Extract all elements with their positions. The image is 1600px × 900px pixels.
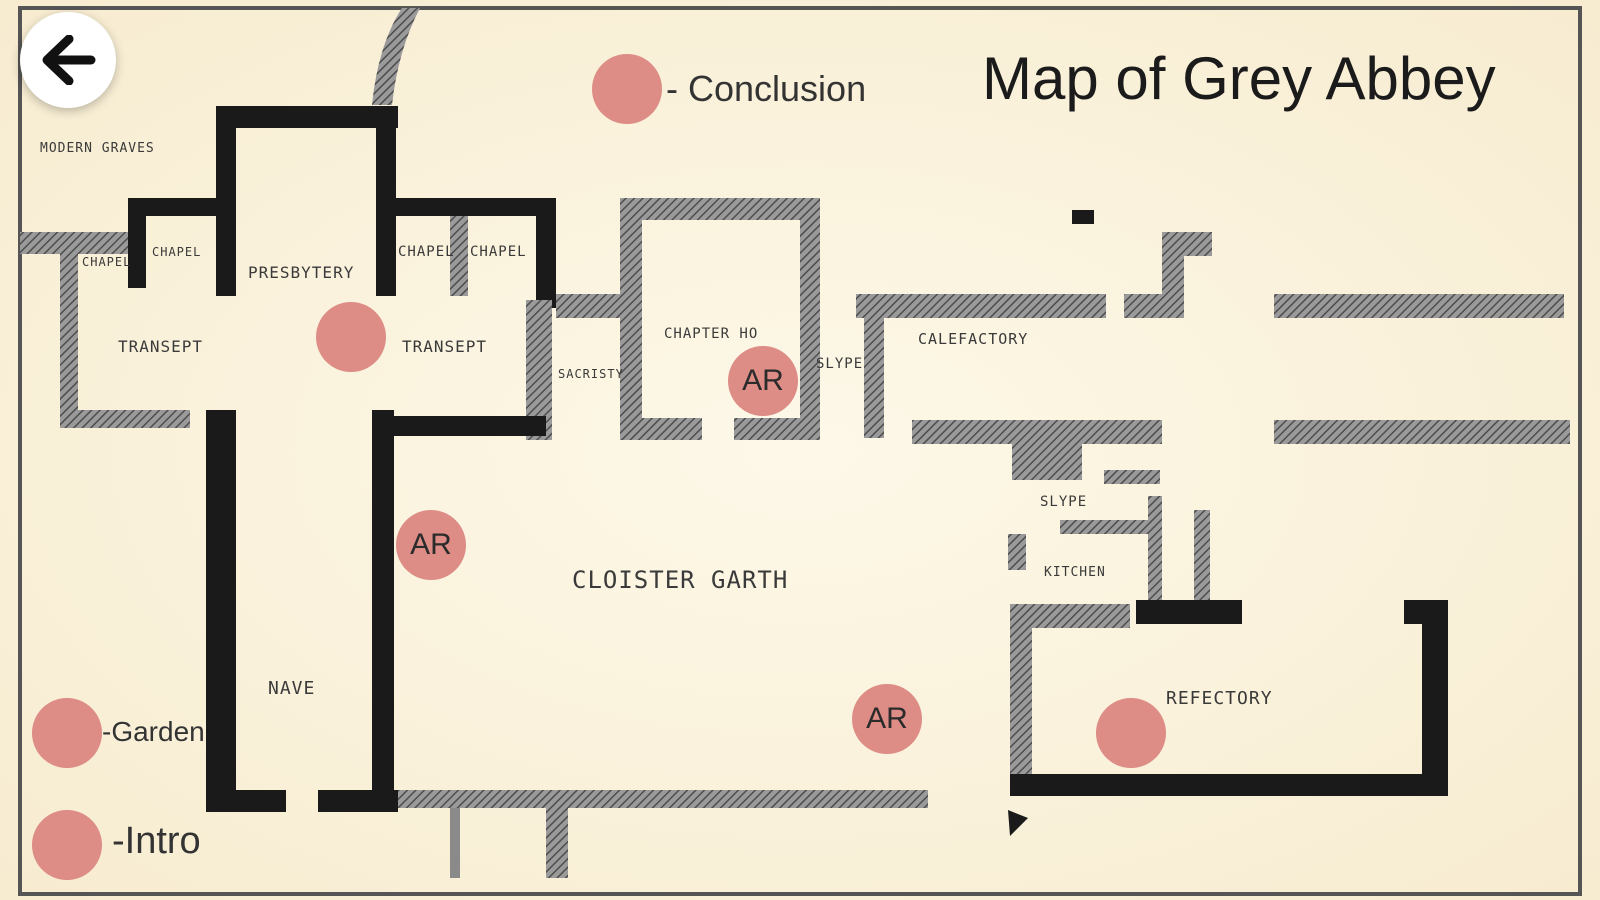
label-transept-left: TRANSEPT bbox=[118, 337, 203, 356]
ar-hotspot-cloister-west[interactable]: AR bbox=[396, 510, 466, 580]
page-title: Map of Grey Abbey bbox=[982, 45, 1496, 112]
entry-path bbox=[372, 8, 420, 105]
label-chapel-2: CHAPEL bbox=[152, 245, 201, 259]
label-chapel-3: CHAPEL bbox=[398, 244, 455, 260]
back-button[interactable] bbox=[20, 12, 116, 108]
label-chapel-4: CHAPEL bbox=[470, 244, 527, 260]
label-cloister-garth: CLOISTER GARTH bbox=[572, 566, 788, 594]
label-slype-2: SLYPE bbox=[1040, 494, 1087, 510]
label-slype-1: SLYPE bbox=[816, 356, 863, 372]
map-frame bbox=[18, 6, 1582, 896]
transept-marker[interactable] bbox=[316, 302, 386, 372]
label-presbytery: PRESBYTERY bbox=[248, 263, 354, 282]
legend-conclusion: - Conclusion bbox=[666, 68, 867, 109]
refectory-marker[interactable] bbox=[1096, 698, 1166, 768]
garden-marker[interactable] bbox=[32, 698, 102, 768]
refectory-walls bbox=[1008, 600, 1448, 836]
chapter-house-walls bbox=[556, 198, 820, 440]
label-modern-graves: MODERN GRAVES bbox=[40, 141, 155, 156]
legend-intro: -Intro bbox=[112, 820, 201, 862]
label-kitchen: KITCHEN bbox=[1044, 565, 1106, 580]
label-calefactory: CALEFACTORY bbox=[918, 330, 1028, 348]
west-wall-stub bbox=[20, 232, 130, 254]
cloister-walls bbox=[398, 790, 928, 878]
label-nave: NAVE bbox=[268, 678, 315, 699]
label-transept-right: TRANSEPT bbox=[402, 337, 487, 356]
label-sacristy: SACRISTY bbox=[558, 367, 624, 381]
arrow-left-icon bbox=[42, 35, 96, 85]
label-chapel-1: CHAPEL bbox=[82, 255, 131, 269]
ar-hotspot-cloister-garth[interactable]: AR bbox=[852, 684, 922, 754]
ar-hotspot-chapter-house[interactable]: AR bbox=[728, 346, 798, 416]
church-walls bbox=[60, 106, 556, 812]
intro-marker[interactable] bbox=[32, 810, 102, 880]
calefactory-walls bbox=[856, 210, 1570, 600]
label-refectory: REFECTORY bbox=[1166, 688, 1273, 709]
conclusion-marker[interactable] bbox=[592, 54, 662, 124]
label-chapter-house: CHAPTER HO bbox=[664, 326, 758, 342]
legend-garden: -Garden bbox=[102, 716, 205, 747]
